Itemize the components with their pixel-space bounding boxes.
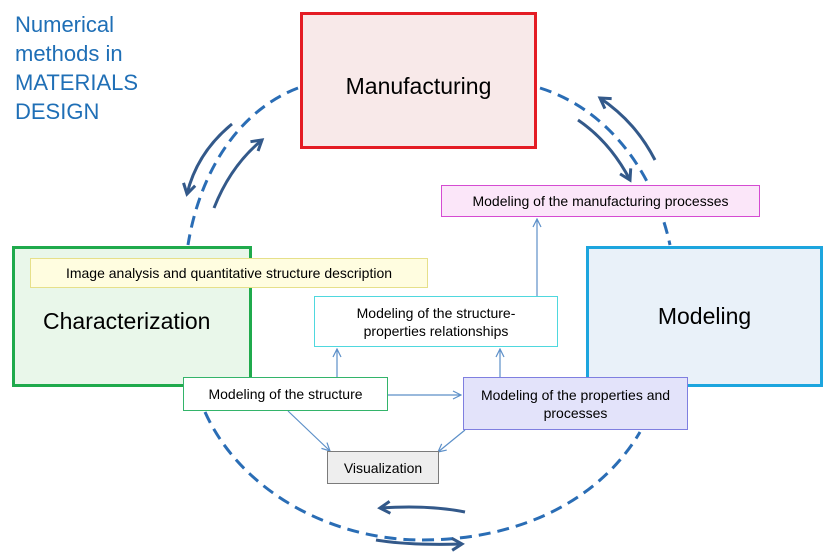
properties-label: Modeling of the properties and processes — [480, 386, 671, 421]
cycle-arrow-left-down — [182, 122, 233, 197]
title-line-4: DESIGN — [15, 99, 100, 124]
cycle-arc-top-right — [539, 86, 672, 246]
manufacturing-processes-label: Modeling of the manufacturing processes — [472, 193, 729, 209]
title-line-1: Numerical — [15, 12, 115, 37]
visualization-box: Visualization — [327, 451, 439, 484]
image-analysis-box: Image analysis and quantitative structur… — [30, 258, 428, 288]
connector-properties-to-visualization — [438, 429, 466, 452]
characterization-label: Characterization — [43, 308, 211, 334]
manufacturing-box: Manufacturing — [300, 12, 537, 149]
structure-properties-label: Modeling of the structure-properties rel… — [356, 304, 516, 339]
title-line-2: methods in — [15, 41, 123, 66]
cycle-arc-top-left — [186, 86, 299, 246]
connector-structure-to-visualization — [287, 410, 330, 451]
cycle-arrow-right-down — [577, 118, 633, 183]
modeling-box: Modeling — [586, 246, 823, 387]
cycle-arrow-right-up — [597, 96, 657, 161]
structure-label: Modeling of the structure — [208, 386, 363, 402]
image-analysis-label: Image analysis and quantitative structur… — [65, 265, 393, 281]
cycle-arrow-bottom-left — [377, 500, 466, 515]
cycle-arc-bottom-right — [421, 431, 642, 542]
cycle-arrow-bottom-right — [375, 537, 465, 552]
title-line-3: MATERIALS — [15, 70, 139, 95]
modeling-label: Modeling — [657, 303, 752, 329]
structure-box: Modeling of the structure — [183, 377, 388, 411]
manufacturing-processes-box: Modeling of the manufacturing processes — [441, 185, 760, 217]
diagram-title: Numerical methods in MATERIALS DESIGN — [15, 10, 185, 126]
cycle-arc-bottom-left — [203, 411, 423, 542]
visualization-label: Visualization — [343, 459, 423, 476]
manufacturing-label: Manufacturing — [345, 73, 492, 99]
structure-properties-box: Modeling of the structure-properties rel… — [314, 296, 558, 347]
cycle-arrow-left-up — [212, 138, 265, 209]
properties-box: Modeling of the properties and processes — [463, 377, 688, 430]
